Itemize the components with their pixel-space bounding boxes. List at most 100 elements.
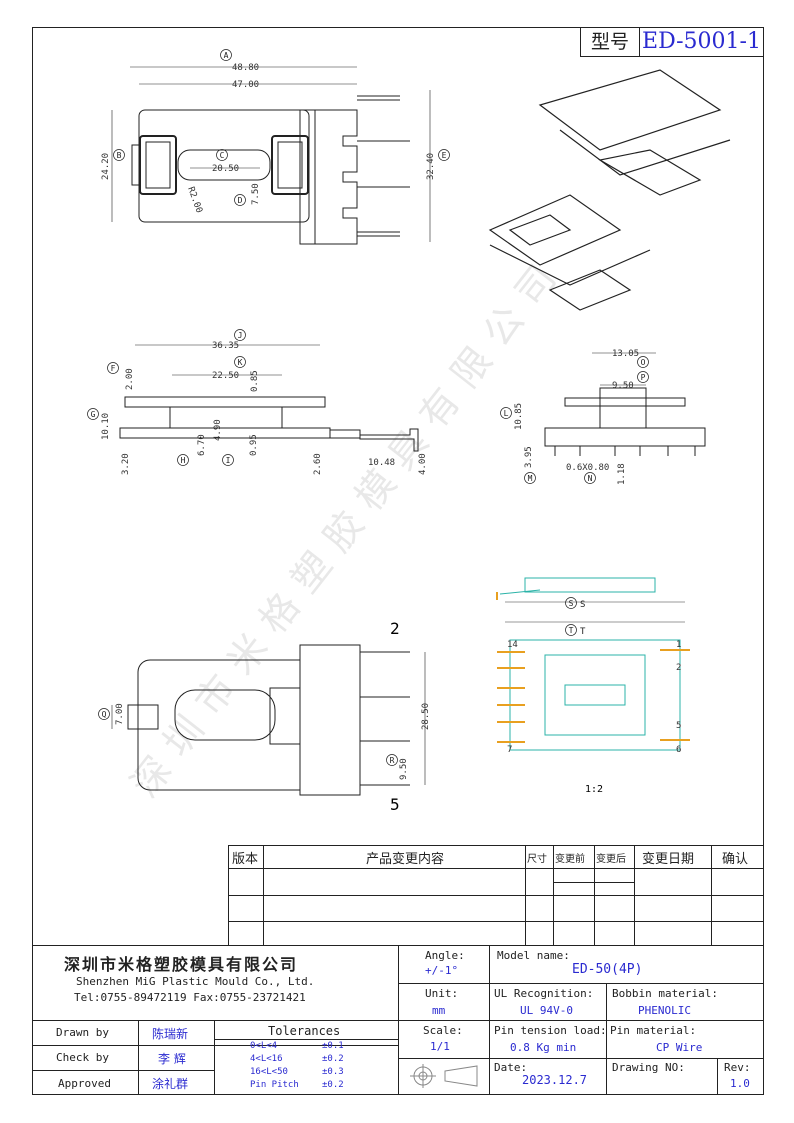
dim-c2: 10.48 xyxy=(368,458,395,468)
angle-label: Angle: xyxy=(425,949,465,962)
pcb-pin-5: 5 xyxy=(676,721,681,731)
date-label: Date: xyxy=(494,1061,528,1074)
ref-letter-I: I xyxy=(226,456,231,465)
ref-letter-C: C xyxy=(220,151,225,160)
ref-circle-K xyxy=(234,356,246,368)
ref-letter-B: B xyxy=(117,151,122,160)
check-label: Check by xyxy=(56,1051,109,1064)
model-name-value: ED-50(4P) xyxy=(572,962,643,977)
ref-circle-P xyxy=(637,371,649,383)
dim-H: 6.70 xyxy=(197,434,207,456)
side-view xyxy=(544,352,706,456)
technical-drawing: 深圳市米格塑胶模具有限公司 xyxy=(87,49,731,814)
ref-letter-R: R xyxy=(390,756,395,765)
dim-O: 13.05 xyxy=(612,349,639,359)
rev-header-after: 变更后 xyxy=(596,854,626,865)
rev-header-date: 变更日期 xyxy=(642,852,695,867)
ref-letter-E: E xyxy=(442,151,447,160)
ref-circle-B xyxy=(113,149,125,161)
ref-letter-N: N xyxy=(588,474,593,483)
pcb-pin-6: 6 xyxy=(676,745,681,755)
bottom-view xyxy=(111,644,426,796)
unit-label: Unit: xyxy=(425,987,459,1000)
dim-K: 22.50 xyxy=(212,371,239,381)
dim-c3: 4.00 xyxy=(418,453,428,475)
bobbin-label: Bobbin material: xyxy=(612,987,718,1000)
ref-circle-R xyxy=(386,754,398,766)
approved-label: Approved xyxy=(58,1077,111,1090)
angle-value: +/-1° xyxy=(425,964,459,977)
ref-circle-O xyxy=(637,356,649,368)
rev-header-size: 尺寸 xyxy=(527,854,547,865)
dim-D: 7.50 xyxy=(251,183,261,205)
front-view xyxy=(119,344,419,452)
tol-value: ±0.2 xyxy=(322,1054,344,1064)
pin-label-5: 5 xyxy=(390,795,400,814)
drawing-no-label: Drawing NO: xyxy=(612,1061,685,1074)
company-cn: 深圳市米格塑胶模具有限公司 xyxy=(64,955,299,974)
dim-B: 24.20 xyxy=(101,153,111,180)
model-label: 型号 xyxy=(581,28,640,56)
label-S: S xyxy=(580,600,585,610)
approved-value: 涂礼群 xyxy=(152,1077,189,1091)
ref-circle-C xyxy=(216,149,228,161)
ref-circle-Q xyxy=(98,708,110,720)
ref-letter-A: A xyxy=(224,51,229,60)
ref-circle-S xyxy=(565,597,577,609)
ref-letter-G: G xyxy=(91,410,96,419)
tol-value: ±0.3 xyxy=(322,1067,344,1077)
dim-28-50: 28.50 xyxy=(421,703,431,730)
tol-value: ±0.2 xyxy=(322,1080,344,1090)
rev-header-confirm: 确认 xyxy=(722,852,749,867)
bobbin-value: PHENOLIC xyxy=(638,1004,691,1017)
dim-Q: 7.00 xyxy=(115,703,125,725)
ref-circle-G xyxy=(87,408,99,420)
dim-I: 0.95 xyxy=(249,434,259,456)
ref-circle-F xyxy=(107,362,119,374)
ref-circle-L xyxy=(500,407,512,419)
ref-letter-Q: Q xyxy=(102,710,107,719)
tol-range: 0<L<4 xyxy=(250,1041,278,1051)
ref-letter-F: F xyxy=(111,364,116,373)
pcb-pin-14: 14 xyxy=(507,640,518,650)
pin-label-2: 2 xyxy=(390,619,400,638)
pin-material-value: CP Wire xyxy=(656,1041,703,1054)
unit-value: mm xyxy=(432,1004,446,1017)
drawn-label: Drawn by xyxy=(56,1026,109,1039)
dim-P: 9.50 xyxy=(612,381,634,391)
ref-letter-D: D xyxy=(238,196,243,205)
ref-letter-T: T xyxy=(569,626,574,635)
pcb-pin-7: 7 xyxy=(507,745,512,755)
ref-circle-I xyxy=(222,454,234,466)
ul-label: UL Recognition: xyxy=(494,987,594,1000)
top-view xyxy=(111,66,431,245)
rev-header-content: 产品变更内容 xyxy=(365,852,444,867)
ref-letter-L: L xyxy=(504,409,509,418)
dim-E: 32.40 xyxy=(426,153,436,180)
isometric-views xyxy=(488,69,731,311)
tolerances-title: Tolerances xyxy=(268,1024,341,1038)
dim-G: 10.10 xyxy=(101,413,111,440)
ref-letter-S: S xyxy=(569,599,574,608)
ul-value: UL 94V-0 xyxy=(520,1004,573,1017)
dim-R: 9.50 xyxy=(399,758,409,780)
dim-n2: 1.18 xyxy=(617,463,627,485)
check-value: 李 辉 xyxy=(158,1052,186,1066)
ref-circle-N xyxy=(584,472,596,484)
ref-letter-P: P xyxy=(641,373,646,382)
dim-F: 2.00 xyxy=(125,368,135,390)
company-en: Shenzhen MiG Plastic Mould Co., Ltd. xyxy=(76,975,315,988)
ref-letter-H: H xyxy=(181,456,186,465)
ref-circle-M xyxy=(524,472,536,484)
rev-header-before: 变更前 xyxy=(555,854,585,865)
drawn-value: 陈瑞新 xyxy=(152,1027,189,1041)
tol-range: 4<L<16 xyxy=(250,1054,283,1064)
dim-bot-left: 3.20 xyxy=(121,453,131,475)
pcb-scale: 1:2 xyxy=(585,784,603,795)
dim-I-mid: 4.90 xyxy=(213,419,223,441)
tol-value: ±0.1 xyxy=(322,1041,344,1051)
dim-C: 20.50 xyxy=(212,164,239,174)
model-name-label: Model name: xyxy=(497,949,570,962)
dim-L: 10.85 xyxy=(514,403,524,430)
dim-M: 3.95 xyxy=(524,446,534,468)
